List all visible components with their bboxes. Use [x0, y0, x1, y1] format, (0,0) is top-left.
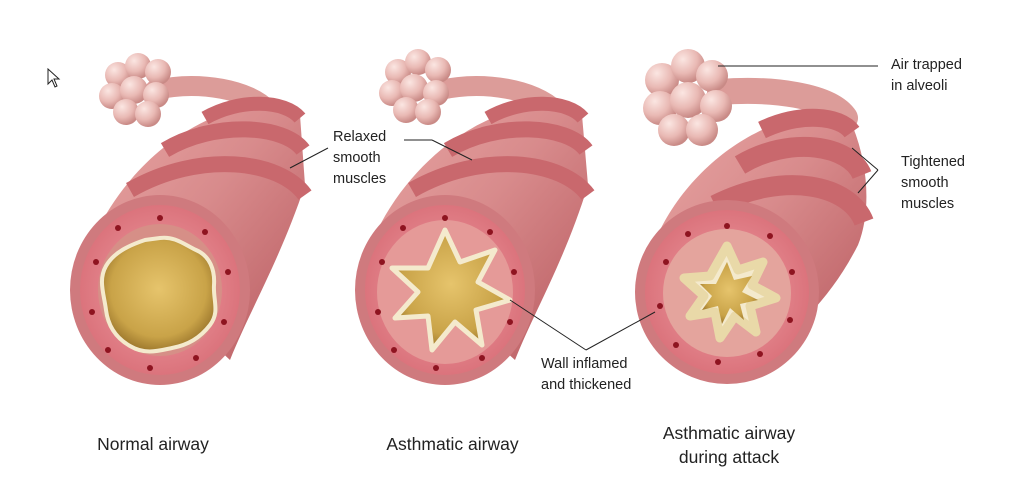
- label-tightened-smooth-muscles: Tightened smooth muscles: [901, 154, 965, 212]
- muscle-band: [201, 96, 306, 125]
- blood-vessel-dots: [375, 215, 517, 371]
- leader-lines: [289, 65, 879, 351]
- leader-relaxed-2b: [431, 139, 473, 161]
- blood-vessel-dots: [657, 223, 795, 365]
- normal-airway: [70, 53, 312, 385]
- airway-lumen-constricted: [700, 262, 758, 324]
- alveoli-cluster: [379, 49, 451, 125]
- alveoli-cluster-swollen: [643, 49, 732, 146]
- caption-asthmatic-airway: Asthmatic airway: [386, 434, 519, 454]
- leader-tightened-1: [851, 147, 879, 171]
- caption-normal-airway: Normal airway: [97, 434, 209, 454]
- leader-relaxed-1: [289, 147, 329, 169]
- muscle-band: [126, 156, 312, 201]
- muscle-band: [160, 121, 310, 157]
- blood-vessel-dots: [89, 215, 231, 371]
- label-relaxed-smooth-muscles: Relaxed smooth muscles: [333, 129, 387, 187]
- attack-airway: [635, 49, 874, 384]
- label-air-trapped: Air trapped in alveoli: [891, 57, 962, 94]
- muscle-band-tight: [734, 136, 872, 180]
- muscle-band: [408, 156, 595, 201]
- bronchiole-stem: [707, 77, 858, 131]
- label-wall-inflamed: Wall inflamed and thickened: [541, 356, 632, 393]
- muscle-band: [484, 96, 589, 125]
- leader-tightened-2: [857, 169, 879, 194]
- airway-lumen-narrowed: [389, 227, 513, 353]
- asthmatic-airway: [355, 49, 595, 385]
- mouse-cursor-icon: [47, 68, 61, 88]
- muscle-band-tight: [710, 175, 874, 227]
- leader-wall-1: [509, 299, 587, 351]
- muscle-band-tight: [758, 108, 860, 139]
- muscle-band: [443, 121, 593, 157]
- caption-asthmatic-airway-during-attack: Asthmatic airway during attack: [662, 423, 796, 467]
- leader-wall-2: [585, 311, 656, 351]
- airway-lumen: [99, 235, 218, 354]
- alveoli-cluster: [99, 53, 171, 127]
